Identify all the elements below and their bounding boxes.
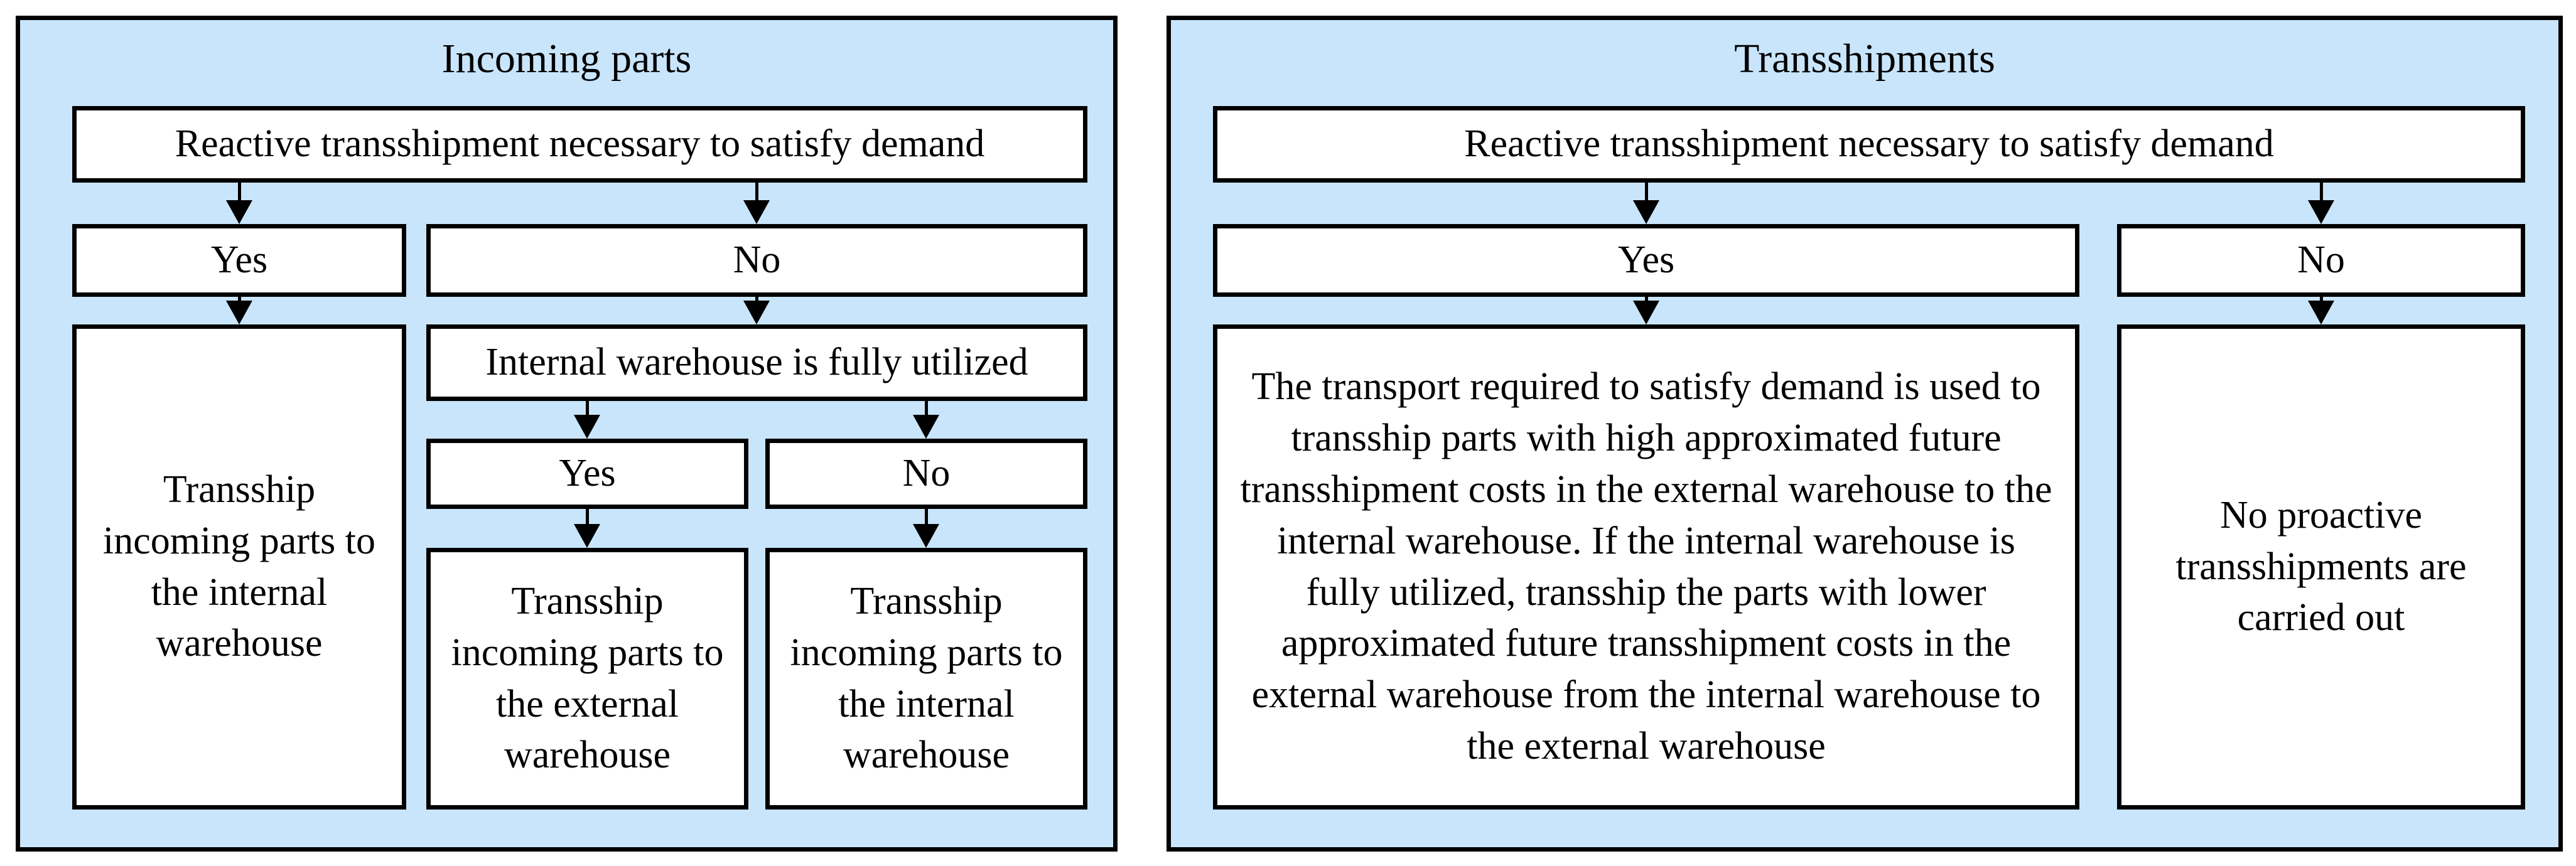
arrow-shaft xyxy=(924,509,928,524)
arrow-down xyxy=(2307,183,2335,224)
decision-box-internal-warehouse-utilized: Internal warehouse is fully utilized xyxy=(426,324,1087,401)
arrow-head xyxy=(913,415,939,439)
arrow-down xyxy=(743,183,770,224)
arrow-shaft xyxy=(755,183,758,200)
branch-box-sub-yes: Yes xyxy=(426,439,748,509)
arrow-shaft xyxy=(585,509,589,524)
panel-transshipments: Transshipments Reactive transshipment ne… xyxy=(1167,16,2563,852)
decision-box-reactive-transshipment: Reactive transshipment necessary to sati… xyxy=(1213,106,2525,183)
arrow-down xyxy=(1632,297,1660,324)
outcome-box-transship-external: Transship incoming parts to the external… xyxy=(426,548,748,810)
arrow-head xyxy=(1633,200,1659,224)
arrow-shaft xyxy=(237,297,241,301)
arrow-head xyxy=(574,415,600,439)
arrow-down xyxy=(573,509,601,548)
arrow-down xyxy=(2307,297,2335,324)
panel-title-incoming-parts: Incoming parts xyxy=(441,36,692,82)
arrow-down xyxy=(743,297,770,324)
arrow-shaft xyxy=(1644,297,1648,301)
outcome-box-no-proactive-transshipments: No proactive transshipments are carried … xyxy=(2117,324,2525,810)
arrow-head xyxy=(226,200,252,224)
branch-box-no: No xyxy=(2117,224,2525,297)
outcome-box-transship-internal: Transship incoming parts to the internal… xyxy=(72,324,406,810)
arrow-down xyxy=(1632,183,1660,224)
panel-title-transshipments: Transshipments xyxy=(1734,36,1995,82)
arrow-down xyxy=(912,401,940,439)
arrow-shaft xyxy=(2319,183,2323,200)
panel-incoming-parts: Incoming parts Reactive transshipment ne… xyxy=(16,16,1118,852)
arrow-head xyxy=(226,301,252,324)
arrow-head xyxy=(743,200,770,224)
decision-box-reactive-transshipment: Reactive transshipment necessary to sati… xyxy=(72,106,1087,183)
arrow-shaft xyxy=(1644,183,1648,200)
branch-box-sub-no: No xyxy=(765,439,1087,509)
arrow-shaft xyxy=(237,183,241,200)
arrow-shaft xyxy=(585,401,589,415)
branch-box-no: No xyxy=(426,224,1087,297)
arrow-shaft xyxy=(2319,297,2323,301)
outcome-box-transship-internal-2: Transship incoming parts to the internal… xyxy=(765,548,1087,810)
branch-box-yes: Yes xyxy=(1213,224,2079,297)
arrow-down xyxy=(573,401,601,439)
arrow-down xyxy=(225,297,253,324)
branch-box-yes: Yes xyxy=(72,224,406,297)
arrow-head xyxy=(2308,200,2334,224)
arrow-shaft xyxy=(924,401,928,415)
arrow-head xyxy=(1633,301,1659,324)
arrow-head xyxy=(913,524,939,548)
arrow-down xyxy=(912,509,940,548)
arrow-head xyxy=(743,301,770,324)
arrow-down xyxy=(225,183,253,224)
arrow-shaft xyxy=(755,297,758,301)
outcome-box-proactive-transshipment-rule: The transport required to satisfy demand… xyxy=(1213,324,2079,810)
arrow-head xyxy=(2308,301,2334,324)
arrow-head xyxy=(574,524,600,548)
